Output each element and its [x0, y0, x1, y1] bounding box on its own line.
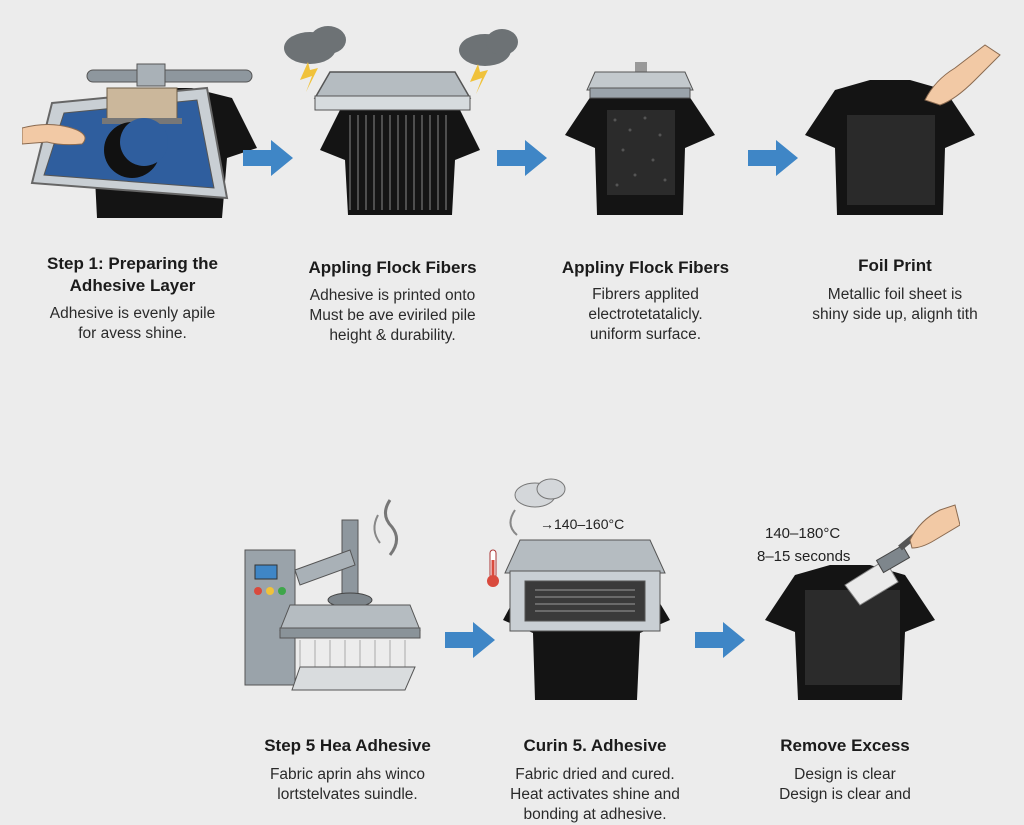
hand-icon [22, 124, 86, 146]
step-3-description: Fibrers applited electrotetatalicly. uni… [588, 286, 703, 343]
curing-temperature-label: → 140–160°C [540, 516, 625, 532]
step-6-title: Curin 5. Adhesive [523, 736, 667, 755]
thermometer-icon [487, 549, 499, 587]
step-7-description: Design is clear Design is clear and [779, 766, 911, 803]
steam-icon [384, 499, 398, 556]
hand-icon [924, 44, 1001, 106]
arrow-right-1 [243, 138, 295, 178]
step-2-title: Appling Flock Fibers [308, 258, 477, 277]
step3-illustration [555, 60, 725, 220]
step-2-description: Adhesive is printed onto Must be ave evi… [309, 287, 476, 344]
arrow-right-2 [497, 138, 549, 178]
step-5-title: Step 5 Hea Adhesive [264, 736, 431, 755]
press-time-label: 8–15 seconds [757, 548, 851, 565]
step5-illustration [240, 495, 440, 700]
step-1-title: Step 1: Preparing the Adhesive Layer [47, 254, 218, 295]
hand-icon [909, 504, 960, 549]
step-1-description: Adhesive is evenly apile for avess shine… [49, 305, 216, 342]
step1-illustration [22, 58, 262, 228]
step-4-description: Metallic foil sheet is shiny side up, al… [812, 286, 978, 323]
cloud-icon [509, 478, 566, 536]
step6-illustration [485, 475, 685, 705]
step4-illustration [805, 40, 1005, 220]
step-3-title: Appliny Flock Fibers [561, 258, 730, 277]
press-temperature-label: 140–180°C [765, 525, 841, 542]
arrow-right-5 [695, 620, 747, 660]
cloud-icon [459, 29, 518, 94]
tshirt-icon [320, 98, 480, 215]
step7-illustration [760, 500, 960, 705]
step-5-description: Fabric aprin ahs winco lortstelvates sui… [269, 766, 426, 803]
step-6-description: Fabric dried and cured. Heat activates s… [510, 766, 680, 823]
arrow-right-4 [445, 620, 497, 660]
step-7-title: Remove Excess [780, 736, 910, 755]
step2-illustration [270, 20, 530, 220]
cloud-icon [284, 26, 346, 92]
arrow-right-3 [748, 138, 800, 178]
step-4-title: Foil Print [858, 256, 932, 275]
